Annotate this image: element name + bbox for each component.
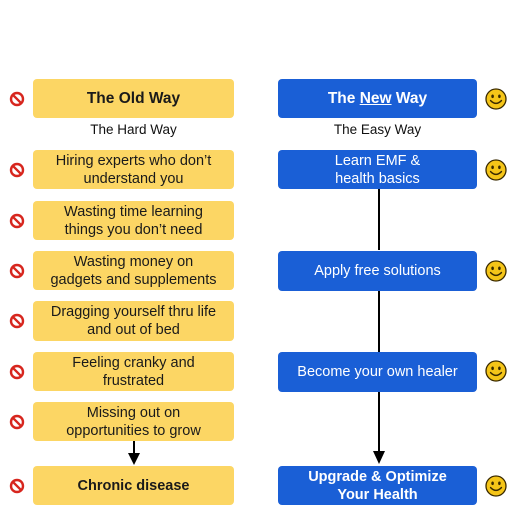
- no-entry-icon: [9, 478, 25, 494]
- new-way-title: The New Way: [278, 79, 477, 118]
- new-way-step-1: Learn EMF &health basics: [278, 150, 477, 189]
- smiley-icon: [485, 475, 507, 497]
- new-way-arrow-head: [373, 451, 385, 464]
- old-way-title: The Old Way: [33, 79, 234, 118]
- smiley-icon: [485, 360, 507, 382]
- smiley-icon: [485, 88, 507, 110]
- no-entry-icon: [9, 364, 25, 380]
- no-entry-icon: [9, 213, 25, 229]
- no-entry-icon: [9, 91, 25, 107]
- smiley-icon: [485, 159, 507, 181]
- new-way-step-3: Become your own healer: [278, 352, 477, 392]
- old-way-arrow-head: [128, 453, 140, 465]
- new-way-step-2: Apply free solutions: [278, 251, 477, 291]
- no-entry-icon: [9, 263, 25, 279]
- new-way-subtitle: The Easy Way: [333, 122, 422, 137]
- old-way-result: Chronic disease: [33, 466, 234, 505]
- no-entry-icon: [9, 313, 25, 329]
- no-entry-icon: [9, 162, 25, 178]
- smiley-icon: [485, 260, 507, 282]
- no-entry-icon: [9, 414, 25, 430]
- old-way-subtitle: The Hard Way: [90, 122, 177, 137]
